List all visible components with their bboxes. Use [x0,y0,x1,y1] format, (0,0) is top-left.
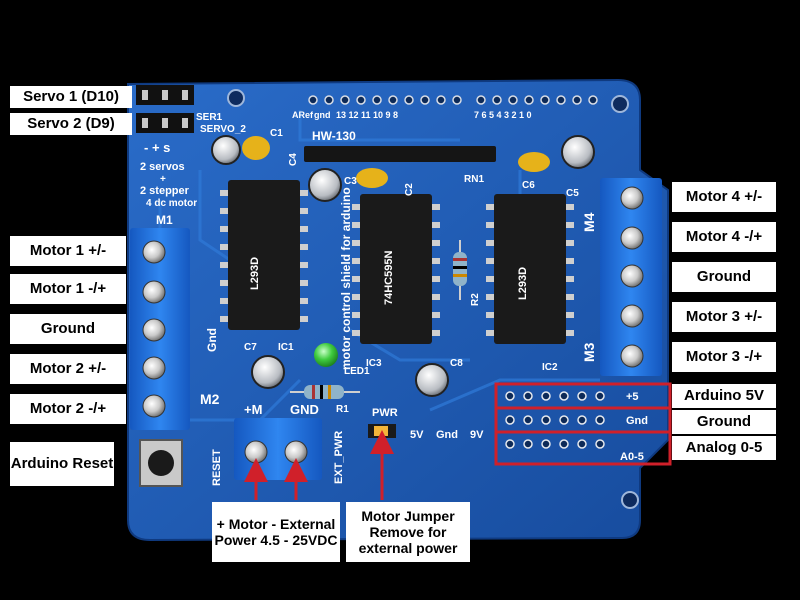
silk-m2: M2 [200,391,220,407]
label-ground-left: Ground [10,314,126,344]
silk-rn1: RN1 [464,174,484,185]
resistor [290,385,360,399]
silk-ext-pwr: EXT_PWR [333,431,345,484]
resistor [453,240,467,300]
ext-power-terminal [234,418,322,480]
mount-hole [611,95,629,113]
silk-model: HW-130 [312,129,356,143]
silk-gnd-pwr: Gnd [436,429,458,441]
header-highlight-boxes [494,382,672,466]
ceramic-capacitor [356,168,388,188]
chip-marking: L293D [249,257,261,290]
top-header-holes [308,95,598,105]
reset-button [139,439,183,487]
ic-chip [220,180,308,330]
label-motor-jumper: Motor Jumper Remove for external power [346,502,470,562]
silk-9v: 9V [470,429,484,441]
silk-desc3: 2 stepper [140,185,190,197]
silk-pins-top2: 7 6 5 4 3 2 1 0 [474,110,532,120]
silk-plus5: +5 [626,391,639,403]
silk-desc4: 4 dc motor [146,198,197,209]
silk-c6: C6 [522,180,535,191]
silk-c4: C4 [288,153,299,166]
power-jumper [368,424,396,438]
silk-m4: M4 [581,212,597,232]
label-motor3-a: Motor 3 +/- [672,302,776,332]
silk-c7: C7 [244,342,257,353]
mount-hole [227,89,245,107]
silk-ic2: IC2 [542,362,558,373]
label-analog: Analog 0-5 [672,436,776,460]
label-servo2: Servo 2 (D9) [10,113,132,135]
label-arduino-5v: Arduino 5V [672,384,776,408]
ceramic-capacitor [242,136,270,160]
label-motor1-a: Motor 1 +/- [10,236,126,266]
electrolytic-capacitor [561,135,595,169]
silk-desc1: 2 servos [140,161,185,173]
callout-arrows [244,430,394,500]
silk-c5: C5 [566,188,579,199]
electrolytic-capacitor [415,363,449,397]
ceramic-capacitor [518,152,550,172]
silk-servo2: SERVO_2 [200,124,246,135]
silk-r2: R2 [470,293,481,306]
chip-marking: L293D [517,267,529,300]
silk-led1: LED1 [344,366,370,377]
silk-c8: C8 [450,358,463,369]
silk-ic1: IC1 [278,342,294,353]
silk-ic3: IC3 [366,358,382,369]
label-motor2-a: Motor 2 +/- [10,354,126,384]
label-servo1: Servo 1 (D10) [10,86,132,108]
chip-marking: 74HC595N [383,251,395,305]
electrolytic-capacitor [251,355,285,389]
silk-c2: C2 [404,183,415,196]
label-motor3-b: Motor 3 -/+ [672,342,776,372]
ic-chip [486,194,574,344]
silk-m3: M3 [581,342,597,362]
label-ground-header: Ground [672,410,776,434]
label-motor1-b: Motor 1 -/+ [10,274,126,304]
label-motor4-a: Motor 4 +/- [672,182,776,212]
silk-pins-top: 13 12 11 10 9 8 [336,110,398,120]
ic-chip [352,194,440,344]
silk-m1: M1 [156,213,173,227]
silk-gnd-mid: GND [290,402,319,417]
silk-ser1: SER1 [196,112,223,123]
label-motor4-b: Motor 4 -/+ [672,222,776,252]
silk-r1: R1 [336,404,349,415]
mount-hole [621,491,639,509]
label-motor2-b: Motor 2 -/+ [10,394,126,424]
silk-gnd-hdr: Gnd [626,415,648,427]
label-external-power: + Motor - External Power 4.5 - 25VDC [212,502,340,562]
electrolytic-capacitor [308,168,342,202]
silk-a05: A0-5 [620,451,644,463]
silk-c3: C3 [344,176,357,187]
silk-reset: RESET [211,449,223,486]
terminal-block-left [130,228,190,430]
silk-c1: C1 [270,128,283,139]
servo-headers [136,85,194,133]
silk-servo-pins: - + s [144,140,170,155]
silk-aref: ARef [292,110,314,120]
silk-5v: 5V [410,429,424,441]
silk-plus-m: +M [244,402,262,417]
silk-gnd-top: gnd [314,110,331,120]
silk-pwr: PWR [372,407,398,419]
led-indicator [314,343,338,367]
silk-gnd-left: Gnd [205,328,219,352]
resistor-network [304,146,496,162]
label-ground-right: Ground [672,262,776,292]
electrolytic-capacitor [211,135,241,165]
io-header-rows [505,391,605,449]
silk-vertical: motor control shield for arduino [339,187,353,370]
label-arduino-reset: Arduino Reset [10,442,114,486]
terminal-block-right [600,178,662,376]
silk-desc2: + [160,174,166,185]
